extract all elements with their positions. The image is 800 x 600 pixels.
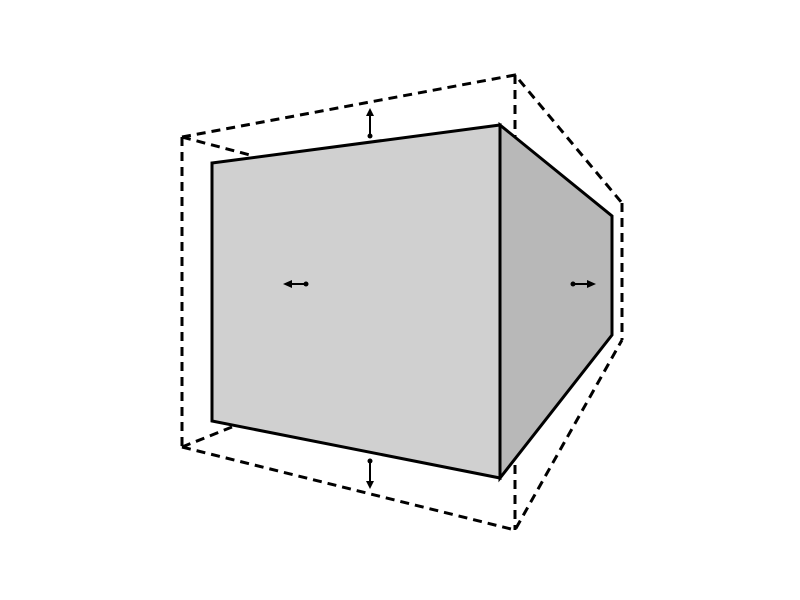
side-face — [498, 121, 614, 483]
double-vertical-arrow-icon — [366, 458, 374, 489]
double-vertical-arrow-icon — [366, 108, 374, 139]
right-arrow-icon — [570, 280, 596, 288]
front-face — [210, 123, 502, 480]
solid-box — [210, 121, 614, 483]
outline-bottom-edge — [181, 339, 624, 532]
left-arrow-icon — [283, 280, 309, 288]
arrows — [283, 108, 596, 489]
outline-inner-bottom-link — [181, 425, 233, 449]
outline-inner-top-link — [181, 135, 251, 157]
